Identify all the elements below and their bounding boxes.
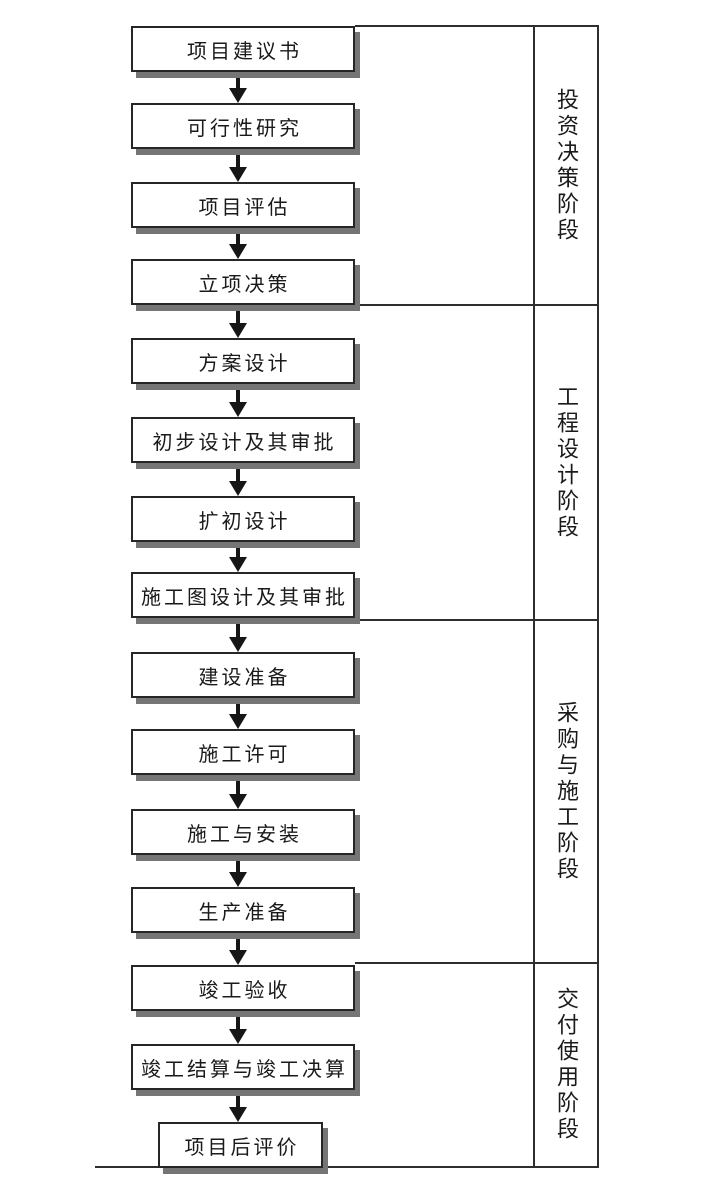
arrow-shaft	[236, 149, 240, 167]
arrow-down-icon	[229, 228, 247, 259]
arrow-head	[229, 167, 247, 182]
flow-step-expanded-preliminary-design: 扩初设计	[131, 496, 355, 542]
phase-divider-line-2	[355, 619, 599, 621]
arrow-head	[229, 714, 247, 729]
phase-divider-line-3	[355, 962, 599, 964]
arrow-shaft	[236, 855, 240, 872]
flow-step-completion-settlement-final-accounts: 竣工结算与竣工决算	[131, 1044, 355, 1090]
flow-step-construction-preparation: 建设准备	[131, 652, 355, 698]
flow-step-construction-installation: 施工与安装	[131, 809, 355, 855]
arrow-head	[229, 1029, 247, 1044]
arrow-down-icon	[229, 384, 247, 417]
flow-step-label: 施工许可	[198, 743, 291, 766]
arrow-down-icon	[229, 618, 247, 652]
flow-step-label: 项目后评价	[184, 1136, 300, 1159]
phase-label: 采购与施工阶段	[554, 700, 579, 883]
arrow-head	[229, 872, 247, 887]
arrow-shaft	[236, 305, 240, 323]
flow-step-label: 施工图设计及其审批	[141, 586, 348, 609]
flow-step-label: 竣工验收	[198, 979, 291, 1002]
arrow-shaft	[236, 698, 240, 714]
phase-divider-line-1	[355, 304, 599, 306]
flow-step-production-preparation: 生产准备	[131, 887, 355, 933]
flow-step-label: 竣工结算与竣工决算	[141, 1058, 348, 1081]
arrow-head	[229, 557, 247, 572]
bottom-connector-line	[95, 1166, 599, 1168]
arrow-head	[229, 950, 247, 965]
flow-step-label: 施工与安装	[187, 823, 302, 846]
phase-delivery-use: 交付使用阶段	[535, 964, 597, 1166]
arrow-down-icon	[229, 1090, 247, 1122]
arrow-shaft	[236, 618, 240, 637]
arrow-shaft	[236, 775, 240, 794]
arrow-down-icon	[229, 1011, 247, 1044]
arrow-head	[229, 481, 247, 496]
arrow-head	[229, 323, 247, 338]
phase-column-right-line	[597, 25, 599, 1168]
arrow-head	[229, 244, 247, 259]
arrow-head	[229, 402, 247, 417]
arrow-shaft	[236, 1011, 240, 1029]
arrow-head	[229, 637, 247, 652]
arrow-down-icon	[229, 933, 247, 965]
phase-label: 交付使用阶段	[554, 987, 579, 1143]
arrow-down-icon	[229, 855, 247, 887]
arrow-down-icon	[229, 542, 247, 572]
arrow-head	[229, 794, 247, 809]
arrow-shaft	[236, 72, 240, 88]
arrow-head	[229, 1107, 247, 1122]
flow-step-label: 项目建议书	[187, 40, 302, 63]
phase-label: 工程设计阶段	[554, 384, 579, 541]
phase-investment-decision: 投资决策阶段	[535, 27, 597, 304]
flow-step-post-project-evaluation: 项目后评价	[158, 1122, 323, 1168]
arrow-down-icon	[229, 149, 247, 182]
phase-label: 投资决策阶段	[554, 87, 579, 244]
flow-step-label: 项目评估	[198, 196, 291, 219]
arrow-down-icon	[229, 775, 247, 809]
arrow-down-icon	[229, 305, 247, 338]
flow-step-scheme-design: 方案设计	[131, 338, 355, 384]
flow-step-label: 建设准备	[198, 666, 291, 689]
flow-step-completion-acceptance: 竣工验收	[131, 965, 355, 1011]
arrow-shaft	[236, 228, 240, 244]
arrow-shaft	[236, 933, 240, 950]
flow-step-approval-decision: 立项决策	[131, 259, 355, 305]
phase-engineering-design: 工程设计阶段	[535, 306, 597, 619]
flow-step-feasibility-study: 可行性研究	[131, 103, 355, 149]
arrow-shaft	[236, 384, 240, 402]
flow-step-label: 可行性研究	[187, 117, 302, 140]
flow-step-project-evaluation: 项目评估	[131, 182, 355, 228]
flow-step-preliminary-design-approval: 初步设计及其审批	[131, 417, 355, 463]
phase-column-left-line	[533, 25, 535, 1168]
arrow-shaft	[236, 1090, 240, 1107]
arrow-down-icon	[229, 72, 247, 103]
flow-step-construction-drawing-design-approval: 施工图设计及其审批	[131, 572, 355, 618]
phase-procurement-construction: 采购与施工阶段	[535, 621, 597, 962]
flow-step-label: 方案设计	[198, 352, 291, 375]
flow-step-label: 初步设计及其审批	[152, 431, 337, 454]
flow-step-label: 立项决策	[198, 273, 291, 296]
arrow-head	[229, 88, 247, 103]
flow-step-label: 扩初设计	[198, 510, 291, 533]
flow-step-project-proposal: 项目建议书	[131, 26, 355, 72]
arrow-shaft	[236, 463, 240, 481]
arrow-down-icon	[229, 698, 247, 729]
top-connector-line	[355, 25, 599, 27]
arrow-down-icon	[229, 463, 247, 496]
flow-step-construction-permit: 施工许可	[131, 729, 355, 775]
arrow-shaft	[236, 542, 240, 557]
flow-step-label: 生产准备	[198, 901, 291, 924]
